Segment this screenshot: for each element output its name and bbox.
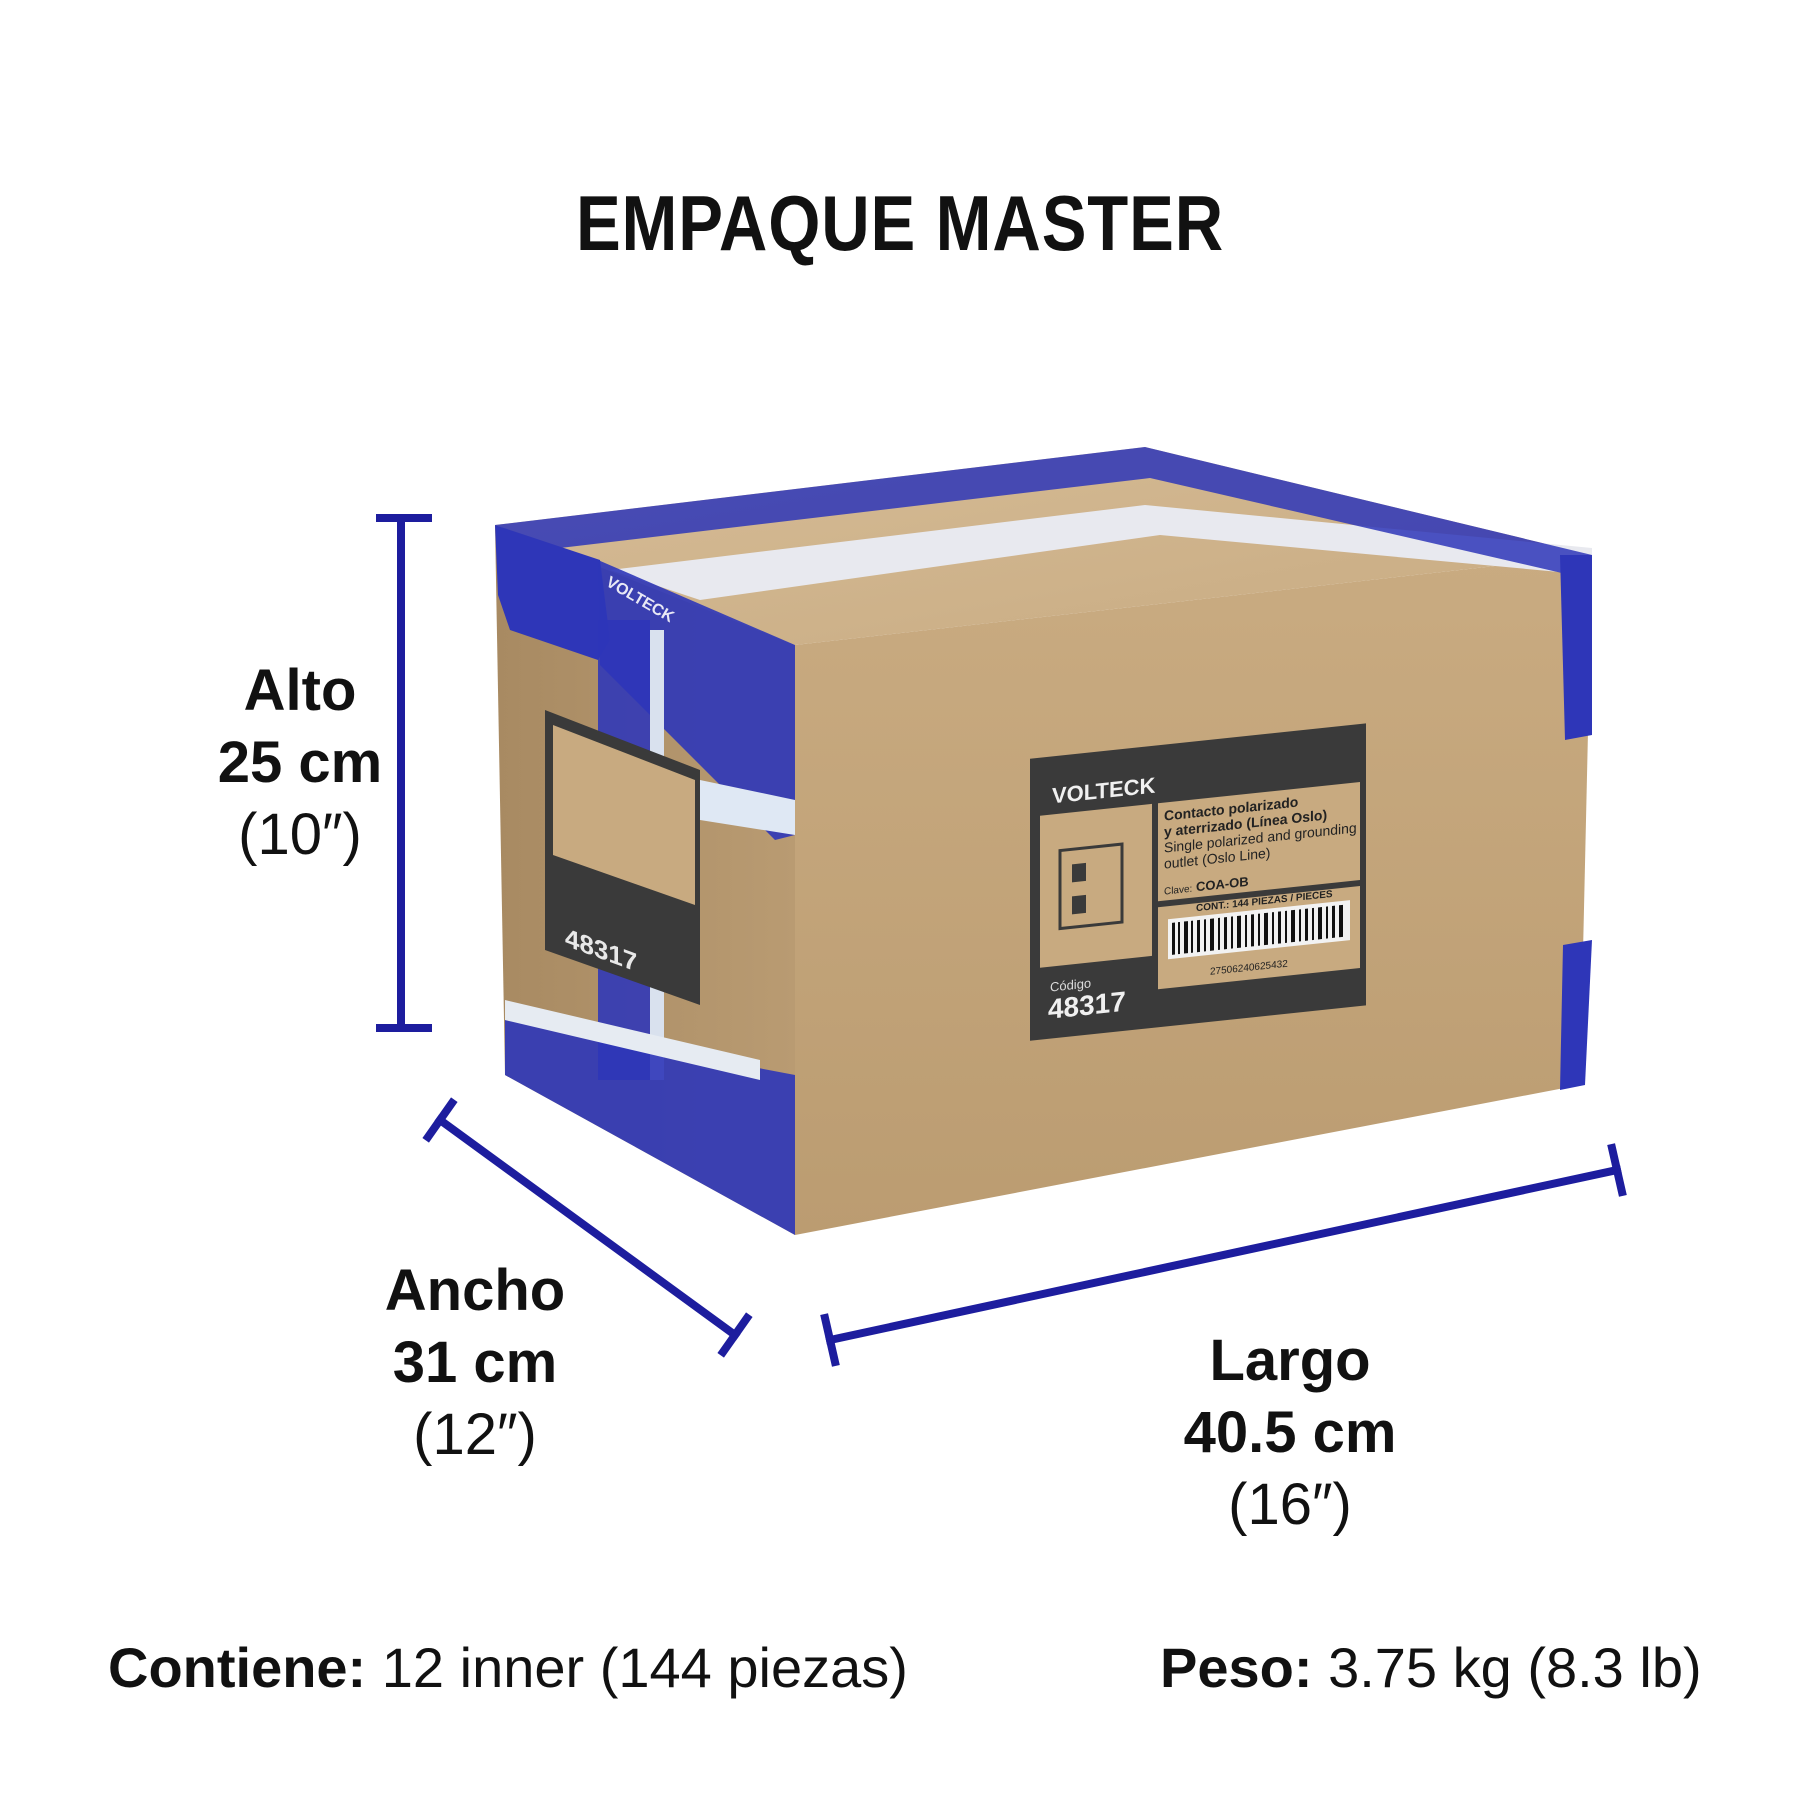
contents-value: 12 inner (144 piezas) [381,1636,908,1699]
weight-info: Peso: 3.75 kg (8.3 lb) [1160,1635,1702,1700]
corner-tape-bottom [505,1020,795,1235]
alto-metric: 25 cm [217,730,383,795]
largo-name: Largo [1209,1328,1371,1393]
corner-tape-bottom-white [505,1000,760,1080]
label-clave-label: Clave: [1164,884,1192,898]
ancho-label: Ancho 31 cm (12″) [320,1255,630,1471]
largo-metric: 40.5 cm [1183,1400,1397,1465]
alto-dimension-line [376,514,432,1032]
largo-imperial: (16″) [1228,1472,1352,1537]
ancho-imperial: (12″) [413,1402,537,1467]
barcode-bars [1172,904,1343,955]
top-tape-blue [495,447,1592,580]
weight-value: 3.75 kg (8.3 lb) [1328,1636,1702,1699]
ancho-name: Ancho [384,1258,566,1323]
corner-tape-right [1560,555,1592,740]
ancho-dimension-line [422,1097,753,1358]
alto-name: Alto [243,658,357,723]
corner-tape-right-low [1560,940,1592,1090]
label-product-image-area [1040,803,1152,968]
alto-imperial: (10″) [238,802,362,867]
page-title: EMPAQUE MASTER [575,179,1225,267]
corner-tape-left-stripe [700,780,795,835]
outlet-icon [1058,842,1124,931]
label-codigo-label: Código [1050,975,1091,994]
label-clave-value: COA-OB [1196,874,1249,894]
ancho-metric: 31 cm [392,1330,558,1395]
largo-label: Largo 40.5 cm (16″) [1120,1325,1460,1541]
largo-dimension-line [820,1143,1627,1367]
weight-label: Peso: [1160,1636,1313,1699]
alto-label: Alto 25 cm (10″) [150,655,450,871]
contents-label: Contiene: [108,1636,367,1699]
side-label-inner [553,725,695,905]
contents-info: Contiene: 12 inner (144 piezas) [108,1635,908,1700]
top-tape [610,505,1592,600]
corner-tape-left [495,525,610,660]
